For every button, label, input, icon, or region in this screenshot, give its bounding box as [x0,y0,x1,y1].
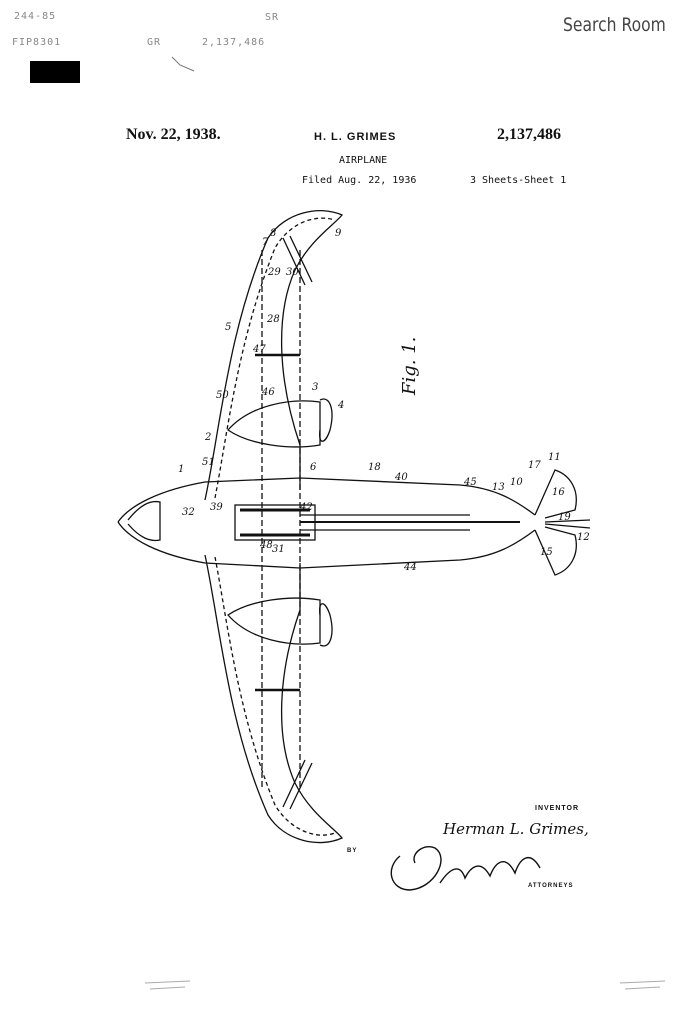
callout-6: 6 [310,462,317,473]
lower-propeller [319,603,333,647]
filed-date: Filed Aug. 22, 1936 [302,175,417,186]
callout-32: 32 [182,507,195,518]
callout-18: 18 [368,462,381,473]
lower-engine [227,597,321,645]
callout-13: 13 [492,482,505,493]
inventor-signature: Herman L. Grimes, [443,820,589,838]
callout-31: 31 [272,544,285,555]
attorney-signature [390,846,541,891]
redaction-block [30,61,80,83]
callout-40: 40 [394,472,408,483]
lower-wing [204,554,344,844]
callout-42: 42 [299,502,313,513]
callout-9: 9 [335,228,342,239]
callout-30: 30 [286,267,299,278]
search-room-stamp: Search Room [563,14,666,36]
inventor-caption: INVENTOR [535,805,580,812]
upper-wing [204,209,344,501]
attorneys-caption: ATTORNEYS [528,883,574,889]
callout-11: 11 [548,452,561,463]
bottom-mark-left [144,980,191,990]
stamp-patent-number: 2,137,486 [202,37,266,48]
patent-title: AIRPLANE [339,155,388,166]
stamp-sr: SR [265,12,280,23]
callout-39: 39 [210,502,223,513]
stamp-tick-mark [171,56,195,72]
callout-19: 19 [558,512,571,523]
callout-12: 12 [577,532,590,543]
callout-3: 3 [312,382,318,393]
callout-47: 47 [252,344,266,355]
bottom-mark-right [619,980,666,990]
sheets-count: 3 Sheets-Sheet 1 [470,175,567,186]
upper-engine [227,400,321,448]
fuselage-bottom [117,521,536,569]
patent-number: 2,137,486 [497,126,561,143]
stamp-class-code: GR [147,37,162,48]
callout-29: 29 [267,267,281,278]
callout-46: 46 [261,387,275,398]
tail-upper [534,469,577,519]
callout-4: 4 [337,400,344,411]
callout-50: 50 [216,390,229,401]
callout-8: 8 [270,228,276,239]
callout-51: 51 [202,457,215,468]
callout-16: 16 [552,487,565,498]
upper-propeller [319,398,333,442]
by-label: BY [347,848,358,854]
callout-28: 28 [266,314,280,325]
callout-2: 2 [204,432,211,443]
callout-17: 17 [528,460,541,471]
patent-date: Nov. 22, 1938. [126,126,221,143]
inventor-name-header: H. L. GRIMES [314,131,397,143]
callout-44: 44 [403,562,417,573]
callout-7: 7 [262,237,269,248]
callout-15: 15 [540,547,553,558]
stamp-code-left: FIP8301 [12,37,62,48]
callout-10: 10 [510,477,523,488]
figure-label: Fig. 1. [399,337,420,396]
callout-48: 48 [259,540,273,551]
callout-1: 1 [178,464,184,475]
fuselage-top [117,477,536,523]
callout-45: 45 [463,477,477,488]
tail-lower [534,526,577,576]
callout-5: 5 [225,322,231,333]
stamp-number-top: 244-85 [14,11,57,22]
